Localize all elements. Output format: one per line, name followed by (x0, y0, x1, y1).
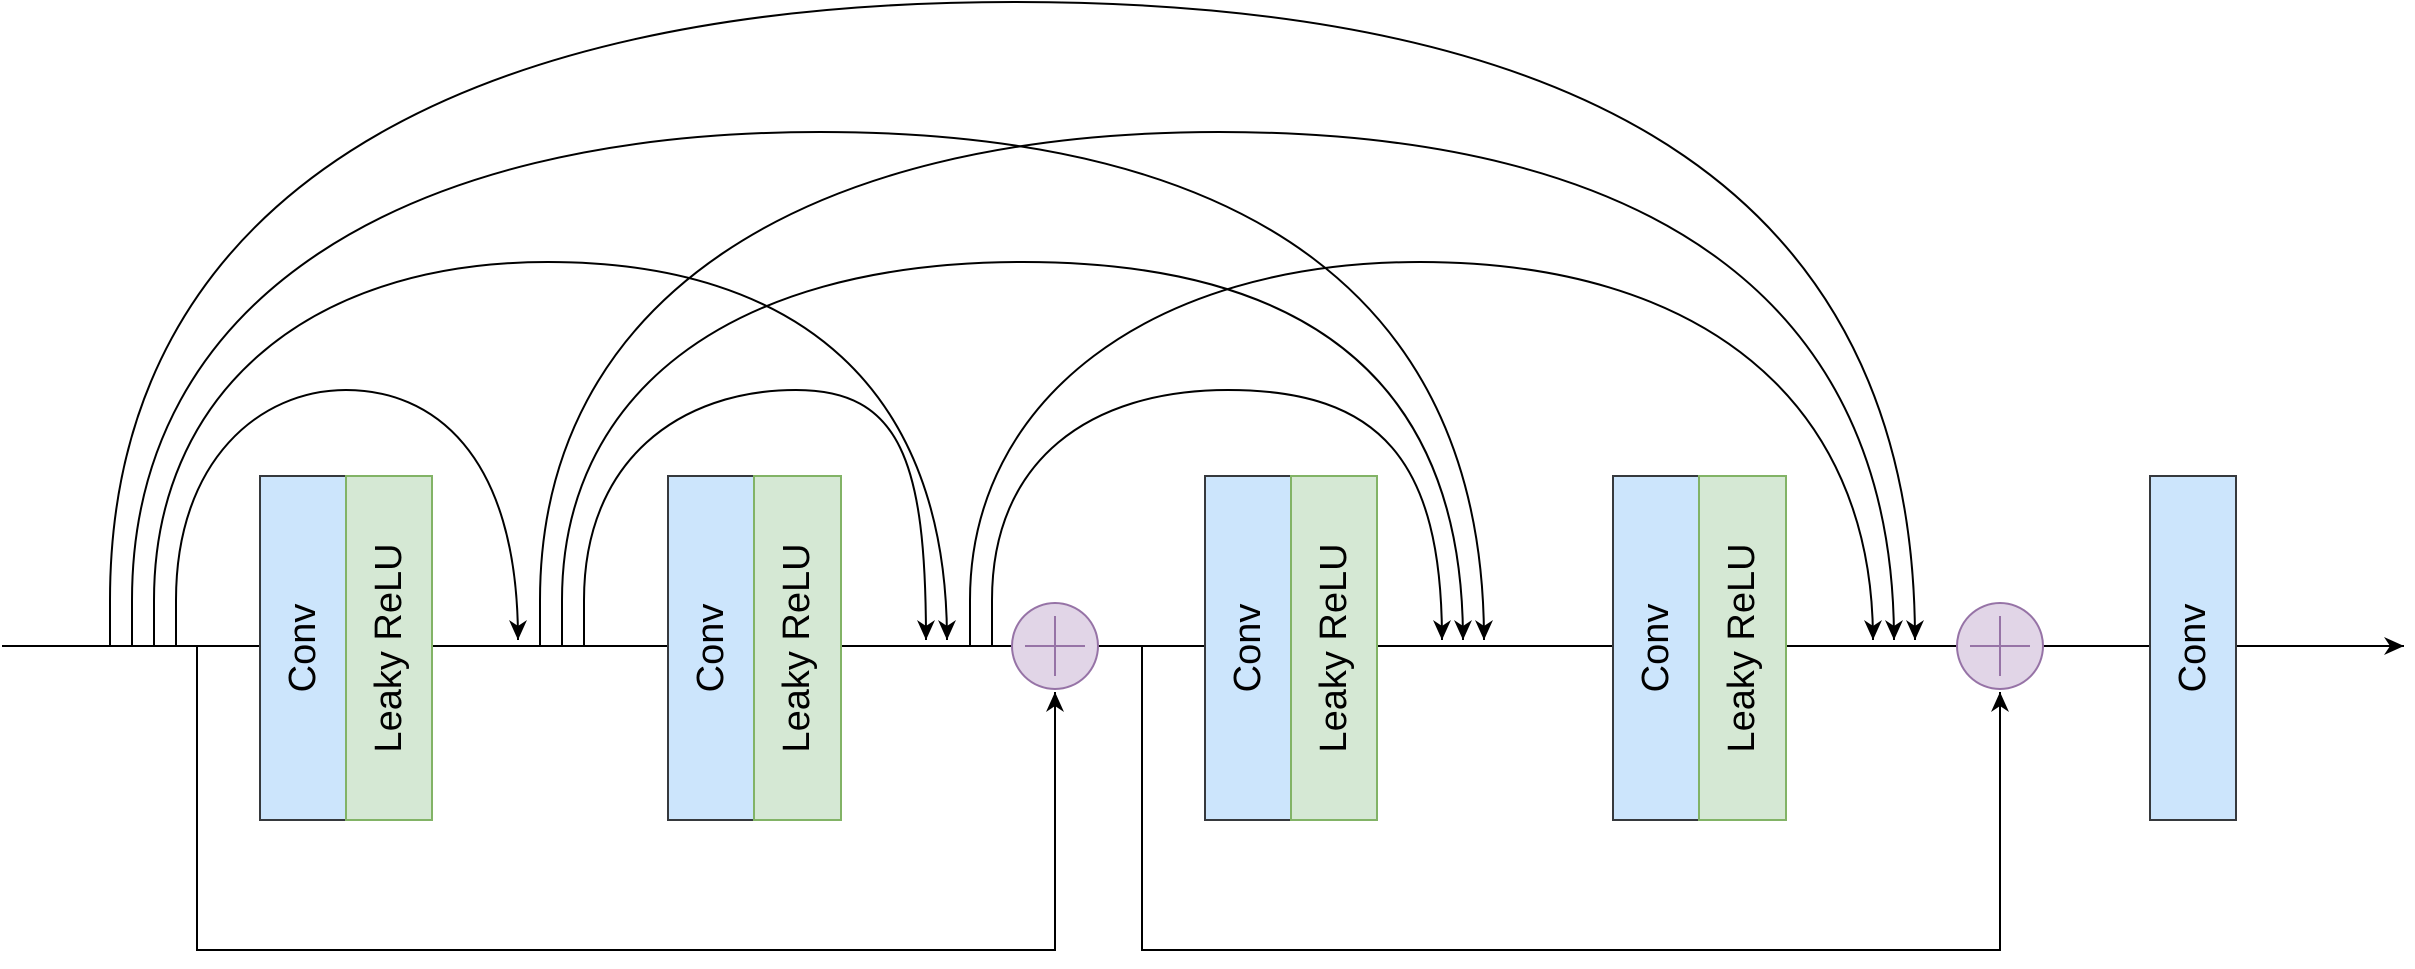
block-conv-2: Conv (667, 475, 755, 821)
leaky-relu-block (345, 475, 433, 821)
leaky-relu-block (1698, 475, 1787, 821)
block-conv-4: Conv (1612, 475, 1700, 821)
leaky-relu-label: Leaky ReLU (1721, 543, 1763, 752)
block-relu-1: Leaky ReLU (345, 475, 433, 821)
residual-input-to-sum1 (196, 646, 1064, 951)
plus-icon (1970, 616, 2030, 676)
conv-label: Conv (1635, 604, 1677, 693)
conv-label: Conv (282, 604, 324, 693)
sum-node-2 (1956, 602, 2044, 690)
dense-arc-relu1-to-sum2 (539, 130, 1903, 646)
residual-sum1-to-sum2 (1141, 646, 2009, 951)
block-conv-5: Conv (2149, 475, 2237, 821)
sum-node-1 (1011, 602, 1099, 690)
leaky-relu-label: Leaky ReLU (1313, 543, 1355, 752)
dense-arc-relu1-to-conv4 (561, 260, 1472, 646)
block-relu-2: Leaky ReLU (753, 475, 842, 821)
dense-arc-sum1-to-conv4 (991, 388, 1451, 646)
conv-block (1612, 475, 1700, 821)
conv-block (667, 475, 755, 821)
conv-block (2149, 475, 2237, 821)
plus-icon (1025, 616, 1085, 676)
dense-arc-input-to-sum2 (109, 0, 1924, 646)
dense-arc-input-to-conv4 (131, 130, 1493, 646)
block-relu-4: Leaky ReLU (1698, 475, 1787, 821)
conv-block (259, 475, 347, 821)
conv-label: Conv (1227, 604, 1269, 693)
dense-arc-relu1-to-sum1 (583, 388, 935, 646)
conv-label: Conv (690, 604, 732, 693)
conv-block (1204, 475, 1292, 821)
block-conv-3: Conv (1204, 475, 1292, 821)
dense-arc-input-to-sum1 (153, 260, 956, 646)
leaky-relu-label: Leaky ReLU (776, 543, 818, 752)
leaky-relu-block (1290, 475, 1378, 821)
conv-label: Conv (2172, 604, 2214, 693)
residual-connections (196, 646, 2009, 951)
dense-arc-sum1-to-sum2 (969, 260, 1882, 646)
block-relu-3: Leaky ReLU (1290, 475, 1378, 821)
leaky-relu-block (753, 475, 842, 821)
leaky-relu-label: Leaky ReLU (368, 543, 410, 752)
dense-connections (109, 0, 1924, 646)
block-conv-1: Conv (259, 475, 347, 821)
dense-arc-input-to-conv2 (175, 388, 527, 646)
